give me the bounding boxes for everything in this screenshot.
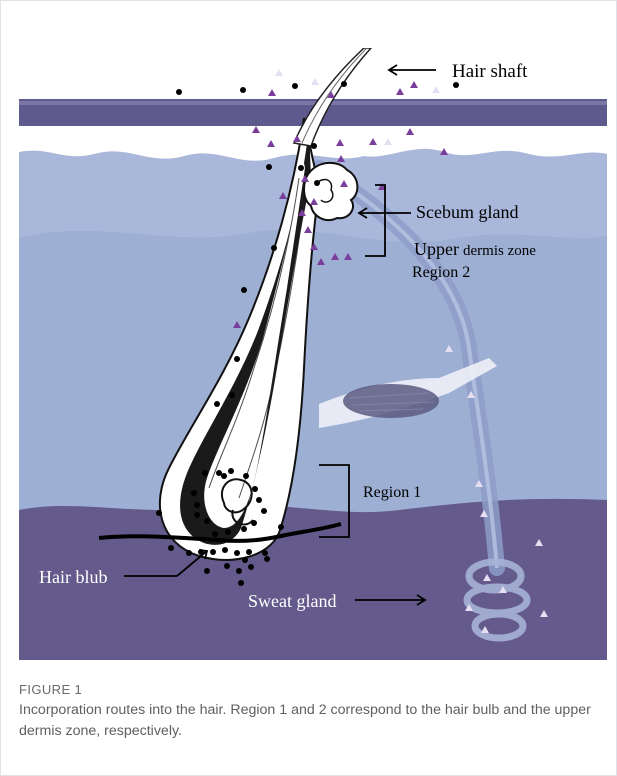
hair-follicle-diagram: Hair shaft Scebum gland Upper dermis zon… xyxy=(19,48,607,660)
label-hair-shaft: Hair shaft xyxy=(452,61,528,82)
label-region1: Region 1 xyxy=(363,484,421,501)
label-region2: Region 2 xyxy=(412,264,470,281)
caption-title: FIGURE 1 xyxy=(19,682,599,697)
figure-caption: FIGURE 1 Incorporation routes into the h… xyxy=(19,682,599,742)
label-sweat-gland: Sweat gland xyxy=(248,591,336,611)
caption-text: Incorporation routes into the hair. Regi… xyxy=(19,700,599,742)
epidermis-highlight xyxy=(19,101,607,105)
muscle-belly xyxy=(343,384,439,418)
label-upper: Upper xyxy=(414,239,459,259)
dermis-shade xyxy=(19,230,607,518)
label-dermis-zone: dermis zone xyxy=(463,243,536,259)
sebaceous-gland xyxy=(304,163,357,220)
label-sebum-gland: Scebum gland xyxy=(416,202,518,222)
label-hair-bulb: Hair blub xyxy=(39,567,107,587)
